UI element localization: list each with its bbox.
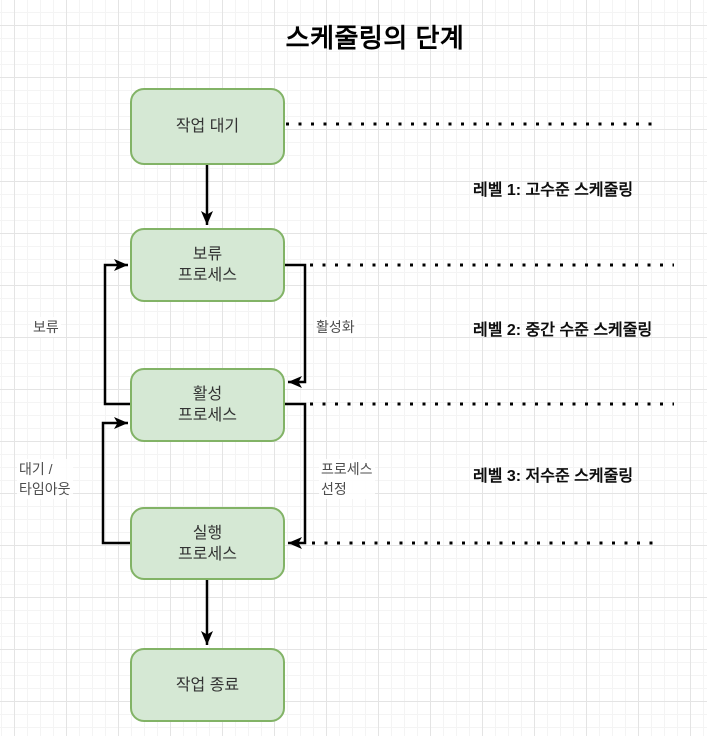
- diagram-title: 스케줄링의 단계: [285, 23, 465, 53]
- node-job-finish: 작업 종료: [130, 648, 285, 722]
- edge-label-activate: 활성화: [314, 317, 357, 337]
- edge-running-to-active-timeout: [101, 417, 130, 545]
- node-running-process: 실행 프로세스: [130, 507, 285, 580]
- edge-active-to-pending-hold: [103, 259, 130, 406]
- node-running-process-label: 실행 프로세스: [178, 524, 237, 563]
- node-pending-process: 보류 프로세스: [130, 228, 285, 302]
- node-job-wait: 작업 대기: [130, 88, 285, 165]
- edge-label-process-select: 프로세스 선정: [319, 459, 375, 499]
- level1-label: 레벨 1: 고수준 스케줄링: [473, 182, 634, 199]
- edge-label-hold: 보류: [31, 317, 61, 337]
- node-job-wait-label: 작업 대기: [175, 118, 240, 135]
- edge-label-wait-timeout: 대기 / 타임아웃: [17, 459, 73, 499]
- edge-active-to-running-select: [285, 402, 307, 549]
- node-active-process-label: 활성 프로세스: [178, 386, 237, 424]
- node-pending-process-label: 보류 프로세스: [178, 246, 237, 284]
- node-active-process: 활성 프로세스: [130, 368, 285, 442]
- edge-pending-to-active-activate: [285, 263, 307, 388]
- level2-label: 레벨 2: 중간 수준 스케줄링: [473, 322, 653, 339]
- node-job-finish-label: 작업 종료: [175, 676, 240, 694]
- level3-label: 레벨 3: 저수준 스케줄링: [473, 468, 634, 485]
